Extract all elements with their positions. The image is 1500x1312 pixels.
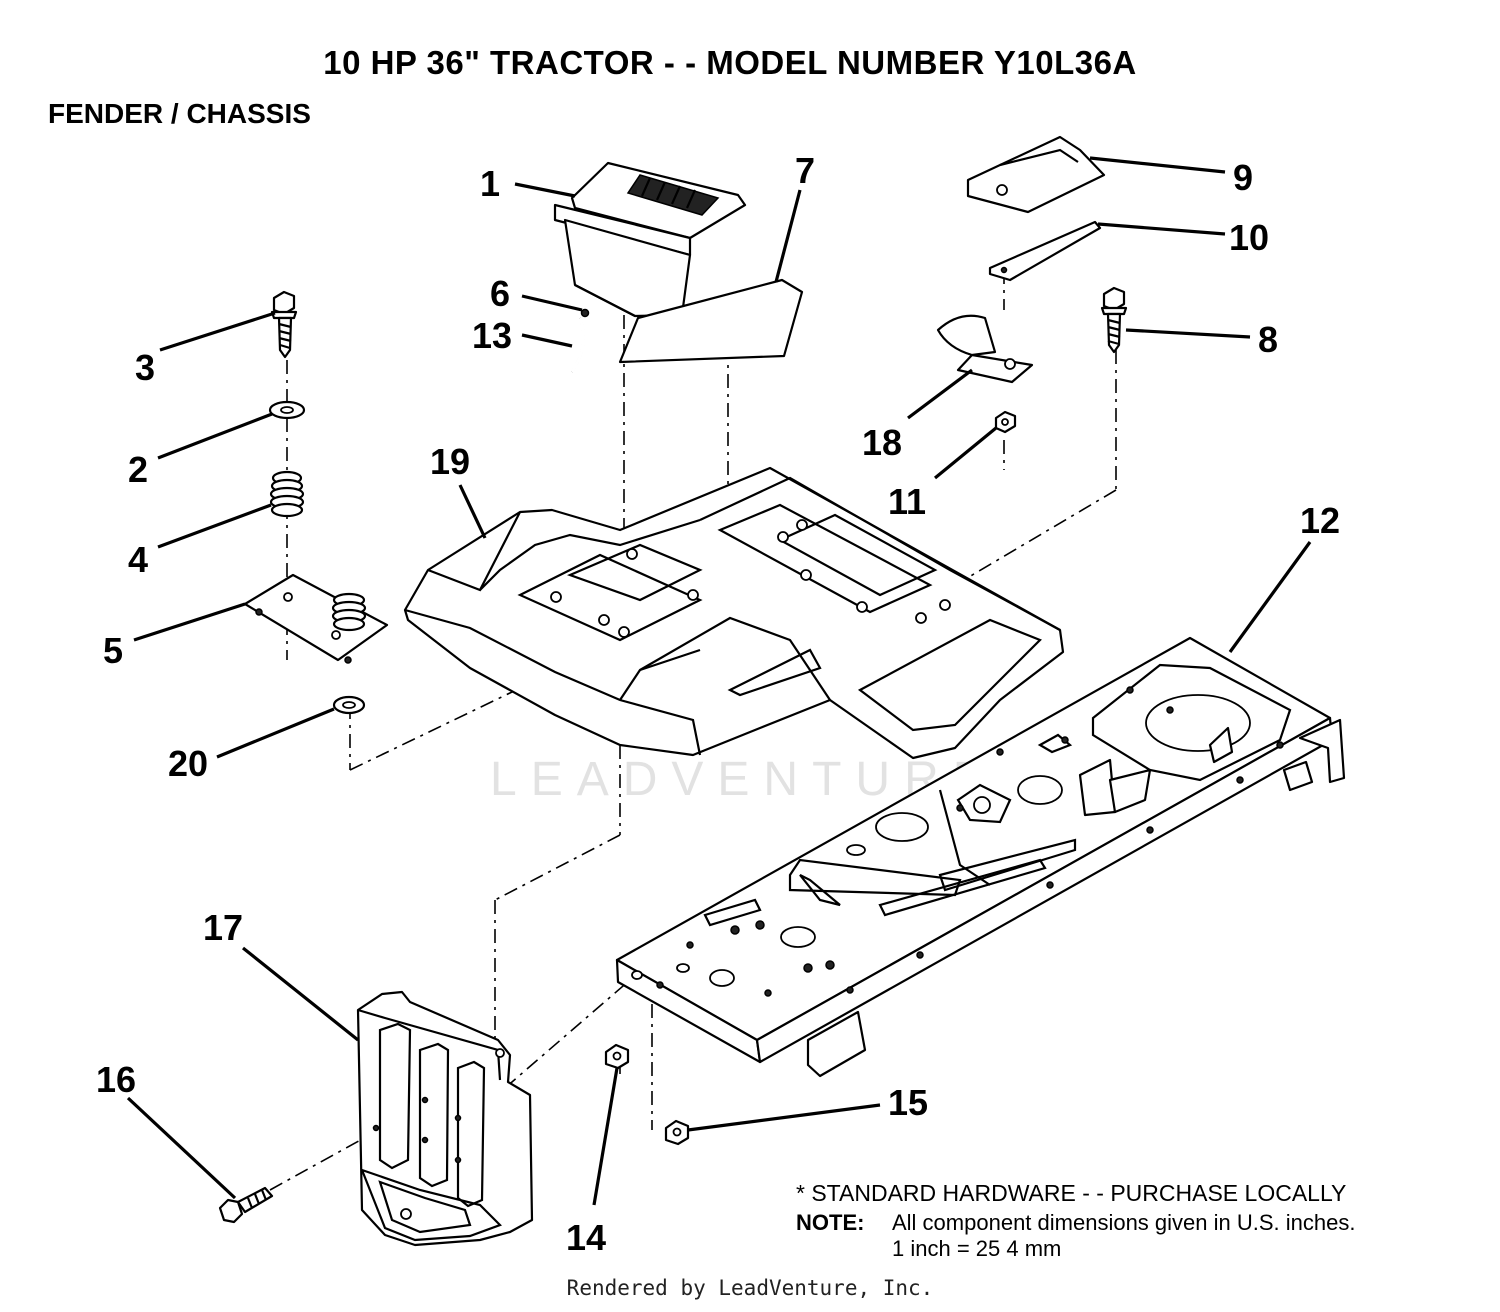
callout-11: 11 (888, 481, 926, 522)
callout-18: 18 (862, 422, 902, 463)
part-19-fender (403, 466, 1065, 760)
callout-8: 8 (1258, 319, 1278, 360)
part-16-bolt (218, 1186, 274, 1224)
callout-10: 10 (1229, 217, 1269, 258)
part-5-spring-plate (243, 573, 389, 664)
callout-12: 12 (1300, 500, 1340, 541)
part-1-storage-tray (553, 161, 747, 318)
callout-7: 7 (795, 150, 815, 191)
callout-14: 14 (566, 1217, 606, 1258)
part-4-spring (269, 470, 305, 518)
note-line-1: All component dimensions given in U.S. i… (892, 1210, 1356, 1235)
callout-19: 19 (430, 441, 470, 482)
watermark-text: LEADVENTURE (490, 753, 999, 806)
callout-20: 20 (168, 743, 208, 784)
note-label: NOTE: (796, 1210, 865, 1235)
dimension-note: NOTE: All component dimensions given in U… (796, 1210, 1355, 1262)
part-8-bolt (1100, 286, 1128, 354)
callout-6: 6 (490, 273, 510, 314)
section-title: FENDER / CHASSIS (48, 98, 311, 129)
callout-3: 3 (135, 347, 155, 388)
callout-16: 16 (96, 1059, 136, 1100)
part-9-cover-plate (966, 135, 1106, 214)
callout-5: 5 (103, 630, 123, 671)
note-line-2: 1 inch = 25 4 mm (892, 1236, 1062, 1261)
callout-2: 2 (128, 449, 148, 490)
callout-15: 15 (888, 1082, 928, 1123)
callout-17: 17 (203, 907, 243, 948)
part-7-decal (618, 278, 804, 364)
callout-1: 1 (480, 163, 500, 204)
part-12-chassis-frame (615, 636, 1346, 1078)
leader-lines (126, 156, 1312, 1206)
callout-numbers: 1 2 3 4 5 6 7 8 9 10 11 12 13 14 15 16 1… (96, 150, 1340, 1258)
standard-hardware-note: * STANDARD HARDWARE - - PURCHASE LOCALLY (796, 1180, 1347, 1206)
part-17-rear-panel (356, 990, 534, 1247)
part-10-bracket (988, 220, 1102, 282)
callout-9: 9 (1233, 157, 1253, 198)
callout-4: 4 (128, 539, 148, 580)
rendered-by-footer: Rendered by LeadVenture, Inc. (566, 1276, 934, 1300)
diagram-title: 10 HP 36" TRACTOR - - MODEL NUMBER Y10L3… (323, 44, 1137, 81)
part-6-grommet (580, 308, 590, 318)
part-3-bolt (270, 290, 298, 359)
part-18-clamp (936, 314, 1034, 384)
callout-13: 13 (472, 315, 512, 356)
